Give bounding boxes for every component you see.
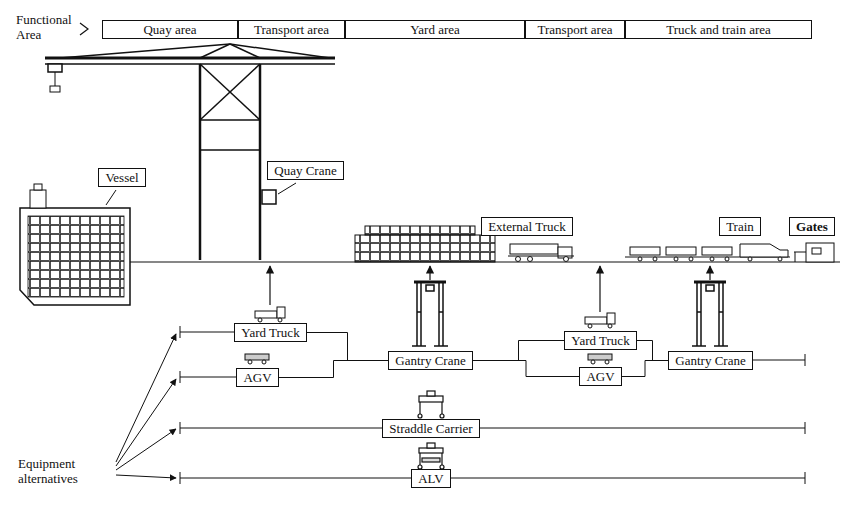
equipment-box: Quay Crane [267,161,344,180]
area-band: Transport area [525,20,625,39]
container-stack [355,226,495,262]
node-text: Straddle Carrier [388,421,474,436]
node-text: Transport area [244,22,339,37]
connector [473,361,579,377]
node-text: Train [725,219,755,234]
equipment-box: External Truck [481,217,573,236]
node-text: Gantry Crane [394,353,467,368]
yard-truck-icon [585,313,615,328]
equipment-box: Yard Truck [234,323,307,342]
handover-arrows [270,266,710,312]
equipment-row-lines [180,326,805,484]
external-truck-drawing [508,244,574,262]
free-label: Functional Area [16,12,80,42]
node-text: Yard area [351,22,519,37]
equipment-box: AGV [579,367,622,386]
connector [473,341,564,361]
node-text: Transport area [531,22,619,37]
equipment-box: Gantry Crane [388,351,473,370]
train-drawing [625,244,790,261]
agv-icon [245,354,269,364]
equipment-box: Vessel [98,168,146,187]
area-band: Yard area [345,20,525,39]
vessel-drawing [20,184,130,305]
connector [637,341,668,361]
gate-drawing [794,243,834,262]
node-text: Quay Crane [273,163,338,178]
equipment-box: Yard Truck [564,331,637,350]
equipment-box: Straddle Carrier [382,419,480,438]
equipment-box: Gantry Crane [668,351,753,370]
area-band: Transport area [238,20,345,39]
connector [622,361,668,377]
node-text: Truck and train area [631,22,806,37]
label-text: Equipment alternatives [18,456,78,486]
node-text: ALV [417,471,445,486]
equipment-box: Gates [789,217,835,236]
connector [307,333,388,361]
straddle-carrier-icon [418,391,444,418]
agv-icon [588,354,612,364]
chevron [80,23,88,35]
node-text: AGV [585,369,616,384]
area-band: Truck and train area [625,20,812,39]
gantry-crane-icon [412,282,448,346]
quay-crane-drawing [45,44,335,260]
leader-line [106,190,116,205]
node-text: External Truck [487,219,567,234]
connector [279,361,388,378]
node-text: Vessel [104,170,140,185]
node-text: Yard Truck [570,333,631,348]
yard-truck-icon [255,307,285,322]
node-text: Gantry Crane [674,353,747,368]
free-label: Equipment alternatives [18,456,114,486]
equipment-box: AGV [236,368,279,387]
node-text: Yard Truck [240,325,301,340]
equipment-box: Train [719,217,761,236]
alv-icon [418,443,444,469]
area-band: Quay area [102,20,238,39]
node-text: Gates [795,219,829,234]
node-text: Quay area [108,22,232,37]
node-text: AGV [242,370,273,385]
gantry-crane-icon [692,282,728,346]
label-text: Functional Area [16,12,72,42]
equipment-box: ALV [411,469,451,488]
pointer-arrows [116,334,176,478]
leader-line [278,183,296,194]
